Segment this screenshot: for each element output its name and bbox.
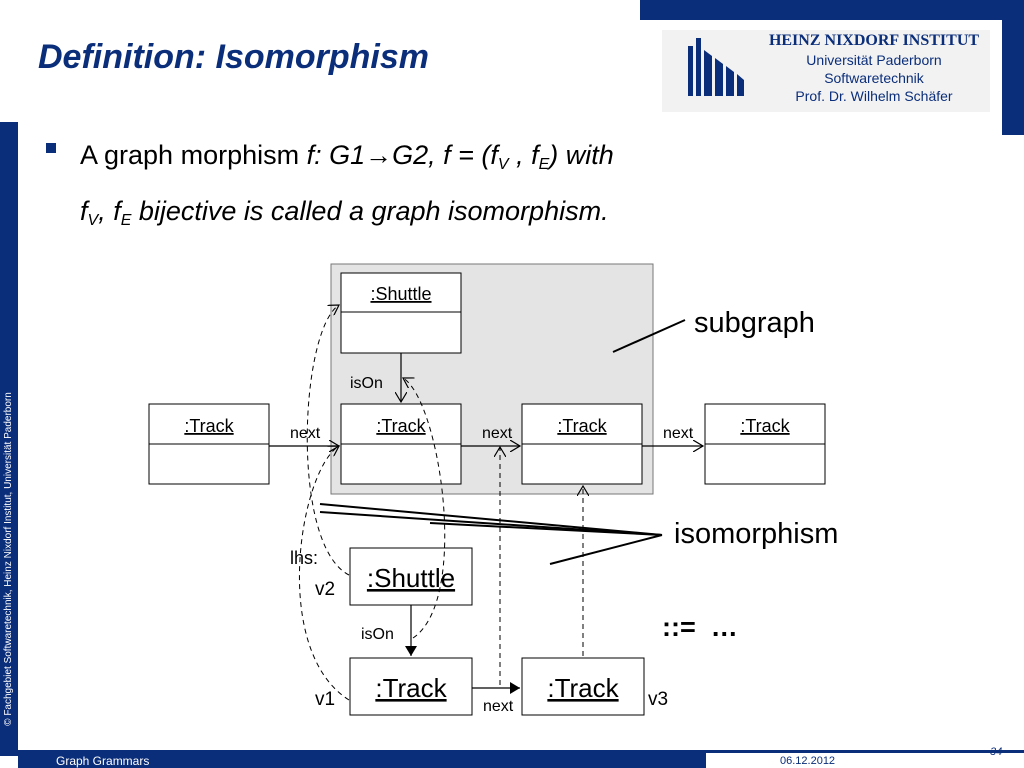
host-track-label-2: :Track <box>376 416 426 436</box>
host-track-node-2: :Track <box>340 403 462 485</box>
lhs-track-label-v1: :Track <box>375 673 447 703</box>
lhs-shuttle-node: :Shuttle <box>349 547 473 606</box>
right-brand-bar <box>1002 20 1024 135</box>
footer-bar <box>18 753 706 768</box>
host-track-node-3: :Track <box>521 403 643 485</box>
host-shuttle-node: :Shuttle <box>340 272 462 354</box>
definition-bullet: A graph morphism f: G1→G2, f = (fV , fE)… <box>80 140 614 229</box>
host-ison-label: isOn <box>350 375 383 392</box>
department-name: Softwaretechnik <box>824 70 924 86</box>
footer-title: Graph Grammars <box>56 754 150 768</box>
lhs-shuttle-label: :Shuttle <box>367 563 455 593</box>
subgraph-label: subgraph <box>694 307 815 339</box>
host-next-label-1: next <box>290 425 321 442</box>
page-number: 34 <box>990 746 1003 758</box>
host-track-node-4: :Track <box>704 403 826 485</box>
mapping-shuttle <box>306 305 350 576</box>
left-brand-bar: © Fachgebiet Softwaretechnik, Heinz Nixd… <box>0 122 18 756</box>
lhs-var-v1: v1 <box>315 689 335 710</box>
mapping-ison <box>403 378 446 639</box>
subgraph-pointer <box>612 319 686 353</box>
lhs-track-label-v3: :Track <box>547 673 619 703</box>
lhs-next-label: next <box>483 698 514 715</box>
institute-logo: HEINZ NIXDORF INSTITUT Universität Pader… <box>662 30 990 112</box>
host-shuttle-label: :Shuttle <box>370 284 431 304</box>
slide-title: Definition: Isomorphism <box>38 38 429 76</box>
mapping-track-v1 <box>298 446 350 701</box>
host-track-label-4: :Track <box>740 416 790 436</box>
lhs-track-node-v3: :Track <box>521 657 645 716</box>
continuation-text: ::= … <box>662 612 738 642</box>
host-next-label-2: next <box>482 425 513 442</box>
professor-name: Prof. Dr. Wilhelm Schäfer <box>795 88 953 104</box>
isomorphism-pointer <box>319 503 663 565</box>
isomorphism-label: isomorphism <box>674 518 838 550</box>
institute-name: HEINZ NIXDORF INSTITUT <box>768 32 980 49</box>
institute-logo-icon <box>688 38 744 96</box>
lhs-var-v3: v3 <box>648 689 668 710</box>
top-brand-bar <box>640 0 1024 20</box>
host-track-label-3: :Track <box>557 416 607 436</box>
host-next-label-3: next <box>663 425 694 442</box>
host-track-label-1: :Track <box>184 416 234 436</box>
lhs-label: lhs: <box>290 548 318 568</box>
footer-date: 06.12.2012 <box>780 755 836 767</box>
host-track-node-1: :Track <box>148 403 270 485</box>
lhs-ison-label: isOn <box>361 626 394 643</box>
bullet-marker <box>46 143 56 153</box>
lhs-var-v2: v2 <box>315 579 335 600</box>
lhs-track-node-v1: :Track <box>349 657 473 716</box>
university-name: Universität Paderborn <box>806 52 942 68</box>
footer-line <box>18 750 1024 753</box>
